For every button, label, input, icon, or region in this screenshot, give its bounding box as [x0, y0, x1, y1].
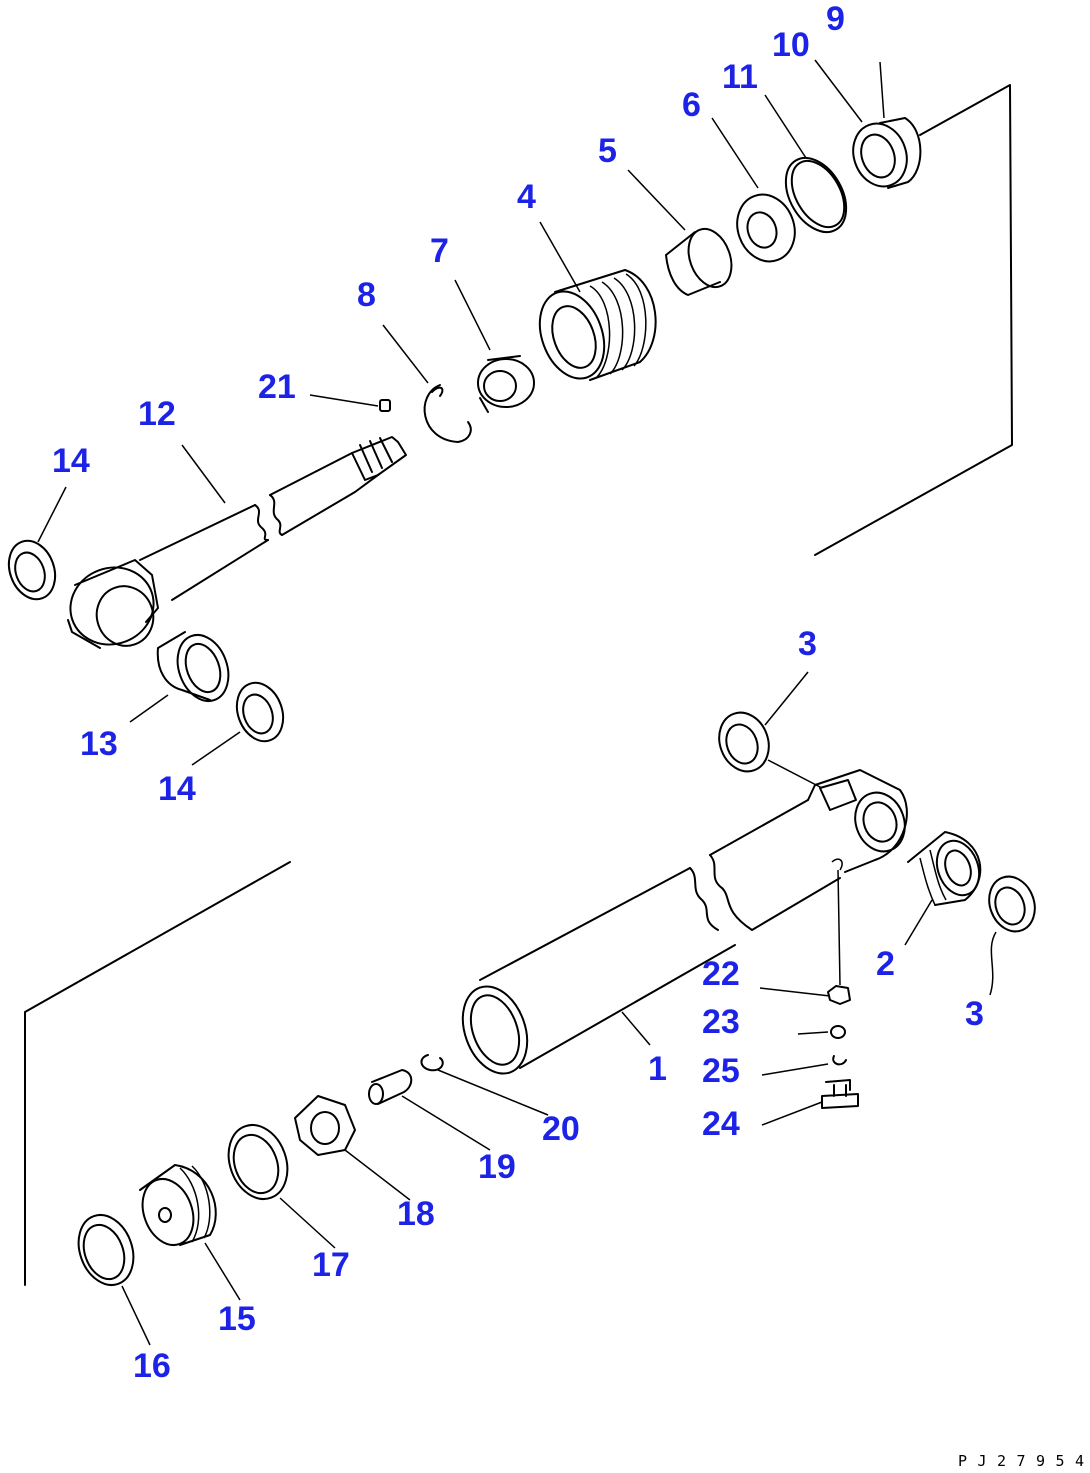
dust-seal-part-3-lower [988, 875, 1036, 933]
callout-4: 4 [517, 178, 536, 216]
callout-15: 15 [218, 1300, 256, 1338]
callout-23: 23 [702, 1003, 740, 1041]
callout-12: 12 [138, 395, 176, 433]
callout-13: 13 [80, 725, 118, 763]
nut-part-7 [477, 355, 535, 413]
piston-part-15 [139, 1164, 217, 1246]
cylinder-head-part-4 [538, 269, 657, 381]
exploded-frame-lines [24, 84, 1013, 1286]
nut-part-18 [294, 1095, 356, 1156]
callout-18: 18 [397, 1195, 435, 1233]
seal-part-6 [736, 193, 796, 263]
callout-22: 22 [702, 955, 740, 993]
wear-ring-part-17 [227, 1124, 289, 1200]
bushing-part-13 [156, 631, 230, 702]
drawing-code: PJ27954 [958, 1452, 1084, 1470]
callout-19: 19 [478, 1148, 516, 1186]
dust-seal-part-3-upper [718, 711, 770, 773]
callout-16: 16 [133, 1347, 171, 1385]
callout-25: 25 [702, 1052, 740, 1090]
callout-labels: 1 2 3 3 4 5 6 7 8 9 10 11 12 13 14 14 15… [52, 0, 984, 1385]
piston-ring-part-16 [77, 1214, 135, 1286]
o-ring-part-11 [784, 157, 848, 233]
callout-9: 9 [826, 0, 845, 38]
leader-lines [37, 59, 997, 1346]
dust-seal-part-14-upper [7, 539, 57, 601]
callout-14-lower: 14 [158, 770, 196, 808]
callout-14-upper: 14 [52, 442, 90, 480]
snap-ring-part-8 [423, 384, 472, 443]
callout-3-upper: 3 [798, 625, 817, 663]
callout-2: 2 [876, 945, 895, 983]
callout-17: 17 [312, 1246, 350, 1284]
callout-6: 6 [682, 86, 701, 124]
callout-5: 5 [598, 132, 617, 170]
pin-part-21 [379, 399, 391, 412]
callout-1: 1 [648, 1050, 667, 1088]
piston-rod-part-12 [67, 436, 407, 649]
grease-fitting-parts-22-25 [821, 985, 859, 1109]
ring-part-9 [879, 117, 922, 189]
bushing-part-5 [665, 227, 733, 296]
callout-11: 11 [722, 58, 758, 96]
spacer-part-19 [368, 1069, 413, 1105]
cylinder-tube-part-1 [461, 769, 908, 1075]
backup-ring-part-10 [852, 122, 908, 188]
bushing-part-2 [907, 831, 982, 906]
callout-21: 21 [258, 368, 296, 406]
callout-20: 20 [542, 1110, 580, 1148]
callout-3-lower: 3 [965, 995, 984, 1033]
snap-ring-part-20 [420, 1054, 444, 1072]
callout-24: 24 [702, 1105, 740, 1143]
callout-7: 7 [430, 232, 449, 270]
callout-8: 8 [357, 276, 376, 314]
dust-seal-part-14-lower [235, 681, 285, 743]
callout-10: 10 [772, 26, 810, 64]
